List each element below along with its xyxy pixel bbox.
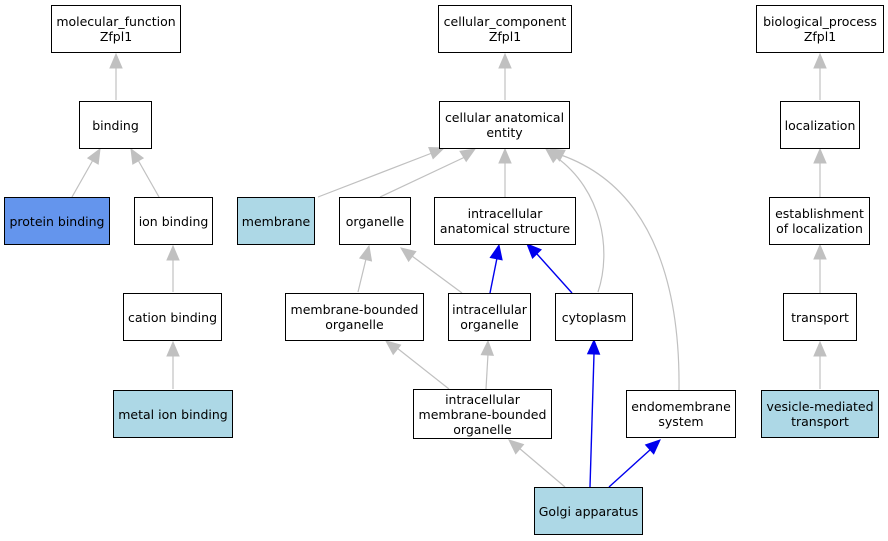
edge-intracellular-organelle-to-organelle: [399, 247, 463, 294]
edge-cellular-anatomical-entity-to-cellular-component: [498, 52, 512, 100]
edge-organelle-to-cellular-anatomical-entity-line: [379, 156, 466, 198]
node-endomembrane-system[interactable]: endomembrane system: [626, 390, 736, 438]
edge-golgi-apparatus-to-endomembrane-system: [608, 439, 661, 488]
node-cytoplasm[interactable]: cytoplasm: [555, 293, 633, 341]
node-golgi-apparatus[interactable]: Golgi apparatus: [534, 487, 643, 535]
edge-cytoplasm-to-cellular-anatomical-entity-line: [555, 156, 605, 293]
edge-transport-to-establishment-of-localization-arrowhead: [813, 243, 827, 260]
edge-organelle-to-cellular-anatomical-entity: [379, 148, 477, 198]
node-cellular-anatomical-entity[interactable]: cellular anatomical entity: [439, 101, 570, 149]
edge-golgi-apparatus-to-cytoplasm-line: [589, 353, 595, 488]
edge-vesicle-mediated-transport-to-transport: [813, 340, 827, 389]
edge-establishment-of-localization-to-localization-arrowhead: [813, 147, 827, 164]
edge-endomembrane-system-to-cellular-anatomical-entity-line: [560, 154, 680, 391]
edge-transport-to-establishment-of-localization: [813, 243, 827, 293]
node-intracellular-organelle[interactable]: intracellular organelle: [448, 293, 531, 341]
node-transport[interactable]: transport: [783, 293, 857, 341]
node-biological-process[interactable]: biological_process Zfpl1: [756, 5, 884, 53]
edge-localization-to-biological-process-arrowhead: [813, 52, 827, 69]
edge-intracellular-organelle-to-intracellular-anatomical-structure-line: [489, 257, 498, 294]
edge-organelle-to-cellular-anatomical-entity-arrowhead: [459, 148, 477, 163]
edge-intracellular-membrane-bounded-organelle-to-intracellular-organelle-arrowhead: [480, 339, 495, 356]
edge-golgi-apparatus-to-endomembrane-system-arrowhead: [644, 439, 661, 455]
edge-intracellular-membrane-bounded-organelle-to-intracellular-organelle: [480, 339, 495, 390]
edge-ion-binding-to-binding-line: [137, 159, 160, 198]
edge-protein-binding-to-binding: [71, 147, 101, 198]
edge-cellular-anatomical-entity-to-cellular-component-arrowhead: [498, 52, 512, 69]
node-establishment-of-localization[interactable]: establishment of localization: [769, 197, 870, 245]
edge-intracellular-organelle-to-organelle-line: [411, 255, 463, 294]
edge-localization-to-biological-process: [813, 52, 827, 100]
edge-establishment-of-localization-to-localization: [813, 147, 827, 197]
edge-binding-to-molecular-function: [109, 52, 123, 100]
edge-golgi-apparatus-to-intracellular-membrane-bounded-organelle-line: [518, 447, 566, 488]
edge-cytoplasm-to-intracellular-anatomical-structure: [526, 243, 573, 294]
edge-golgi-apparatus-to-endomembrane-system-line: [608, 448, 652, 488]
edge-protein-binding-to-binding-line: [71, 159, 94, 198]
edge-membrane-to-cellular-anatomical-entity-arrowhead: [428, 146, 446, 160]
edge-membrane-bounded-organelle-to-organelle: [357, 244, 373, 293]
edge-golgi-apparatus-to-intracellular-membrane-bounded-organelle: [508, 439, 566, 488]
edge-intracellular-membrane-bounded-organelle-to-membrane-bounded-organelle-arrowhead: [385, 340, 402, 356]
node-vesicle-mediated-transport[interactable]: vesicle-mediated transport: [761, 390, 879, 438]
node-membrane[interactable]: membrane: [237, 197, 315, 245]
edge-cation-binding-to-ion-binding-arrowhead: [166, 244, 180, 261]
edge-metal-ion-binding-to-cation-binding-arrowhead: [166, 340, 180, 357]
node-ion-binding[interactable]: ion binding: [134, 197, 213, 245]
edge-cytoplasm-to-intracellular-anatomical-structure-arrowhead: [526, 243, 542, 259]
node-organelle[interactable]: organelle: [339, 197, 411, 245]
edge-membrane-to-cellular-anatomical-entity: [317, 146, 446, 198]
edge-intracellular-membrane-bounded-organelle-to-membrane-bounded-organelle: [385, 340, 450, 390]
node-membrane-bounded-organelle[interactable]: membrane-bounded organelle: [285, 293, 424, 341]
edge-membrane-bounded-organelle-to-organelle-line: [357, 258, 367, 293]
edge-cytoplasm-to-intracellular-anatomical-structure-line: [536, 253, 573, 294]
edge-endomembrane-system-to-cellular-anatomical-entity: [548, 148, 680, 391]
node-cellular-component[interactable]: cellular_component Zfpl1: [438, 5, 572, 53]
node-intracellular-membrane-bounded-organelle[interactable]: intracellular membrane-bounded organelle: [413, 389, 552, 439]
edge-intracellular-anatomical-structure-to-cellular-anatomical-entity-arrowhead: [498, 147, 512, 164]
edge-ion-binding-to-binding: [130, 147, 160, 198]
edge-golgi-apparatus-to-cytoplasm-arrowhead: [586, 338, 601, 355]
edge-protein-binding-to-binding-arrowhead: [86, 147, 101, 165]
edge-membrane-bounded-organelle-to-organelle-arrowhead: [358, 244, 373, 262]
edge-intracellular-membrane-bounded-organelle-to-membrane-bounded-organelle-line: [396, 347, 450, 390]
edge-membrane-to-cellular-anatomical-entity-line: [317, 152, 433, 198]
edge-golgi-apparatus-to-intracellular-membrane-bounded-organelle-arrowhead: [508, 439, 525, 455]
edge-vesicle-mediated-transport-to-transport-arrowhead: [813, 340, 827, 357]
node-intracellular-anatomical-structure[interactable]: intracellular anatomical structure: [434, 197, 576, 245]
edge-intracellular-membrane-bounded-organelle-to-intracellular-organelle-line: [485, 353, 489, 390]
edge-intracellular-organelle-to-intracellular-anatomical-structure-arrowhead: [489, 243, 503, 261]
edge-binding-to-molecular-function-arrowhead: [109, 52, 123, 69]
edge-golgi-apparatus-to-cytoplasm: [586, 338, 601, 488]
edge-intracellular-anatomical-structure-to-cellular-anatomical-entity: [498, 147, 512, 197]
edge-intracellular-organelle-to-intracellular-anatomical-structure: [489, 243, 503, 294]
edge-ion-binding-to-binding-arrowhead: [130, 147, 145, 165]
node-localization[interactable]: localization: [780, 101, 860, 149]
node-protein-binding[interactable]: protein binding: [4, 197, 110, 245]
node-metal-ion-binding[interactable]: metal ion binding: [113, 390, 233, 438]
edge-metal-ion-binding-to-cation-binding: [166, 340, 180, 389]
edge-intracellular-organelle-to-organelle-arrowhead: [399, 247, 417, 263]
edge-endomembrane-system-to-cellular-anatomical-entity-arrowhead: [548, 148, 566, 162]
node-binding[interactable]: binding: [79, 101, 152, 149]
node-cation-binding[interactable]: cation binding: [123, 293, 222, 341]
edge-cation-binding-to-ion-binding: [166, 244, 180, 292]
node-molecular-function[interactable]: molecular_function Zfpl1: [51, 5, 181, 53]
